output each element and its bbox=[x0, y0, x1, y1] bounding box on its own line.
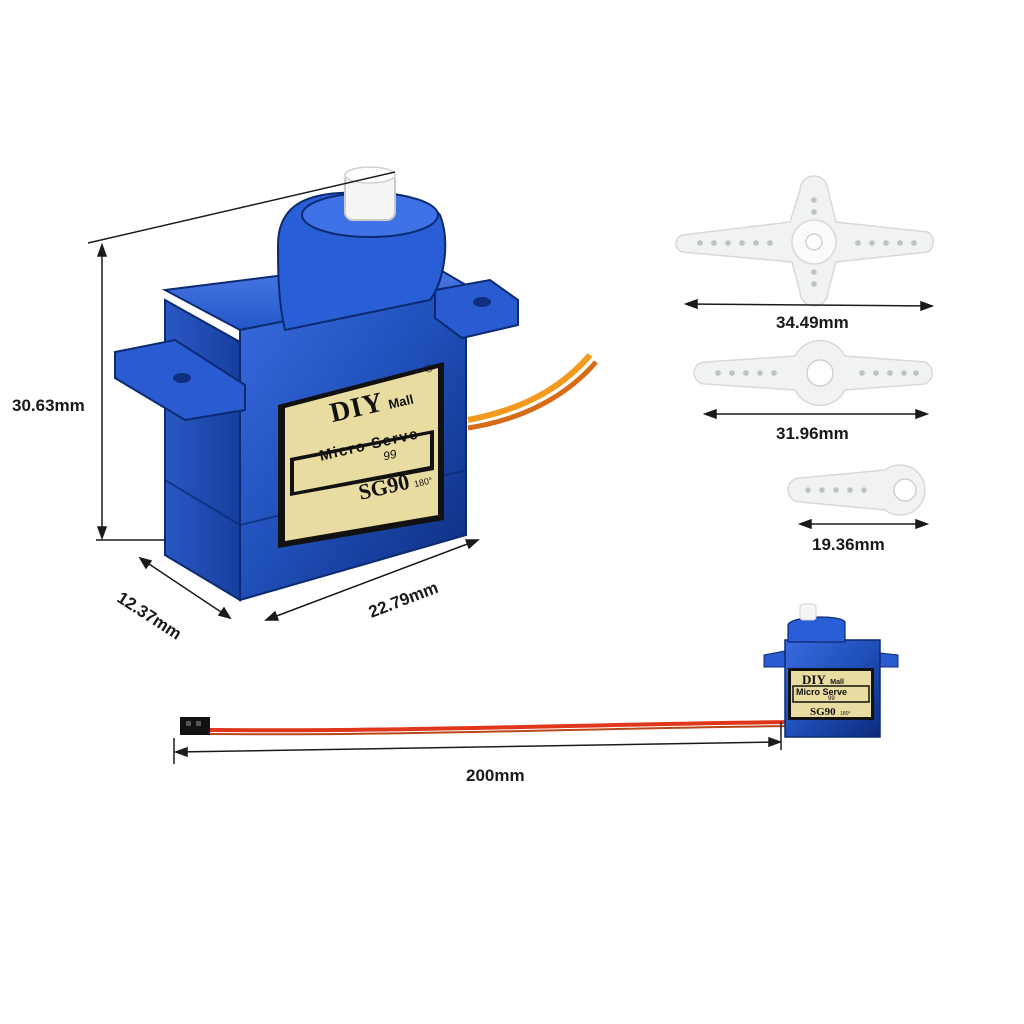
label-model: SG90 bbox=[356, 468, 412, 505]
cable-wire bbox=[209, 720, 791, 733]
label-rotation: 180° bbox=[413, 475, 434, 490]
mount-hole-left bbox=[173, 373, 191, 383]
dim-height-label: 30.63mm bbox=[12, 396, 85, 415]
dim-horn-medium-label: 31.96mm bbox=[776, 424, 849, 443]
small-label-rotation: 180° bbox=[840, 711, 851, 717]
dim-horn-small-label: 19.36mm bbox=[812, 535, 885, 554]
horn-cross bbox=[675, 175, 935, 307]
small-label-line1: Micro Serve bbox=[796, 687, 848, 697]
servo-wire-orange bbox=[467, 353, 593, 423]
dimension-lines-large bbox=[87, 171, 480, 621]
dim-cable-label: 200mm bbox=[466, 766, 525, 785]
servo-small-label-text: DIY Mall Micro Serve 99 SG90 180° bbox=[792, 671, 872, 718]
servo-wire-brown bbox=[467, 360, 598, 431]
horn-double-holes bbox=[715, 370, 919, 376]
label-registered: ® bbox=[423, 362, 435, 376]
servo-mount-tab-right bbox=[434, 278, 519, 340]
label-brand-suffix: Mall bbox=[386, 391, 415, 412]
horn-single-holes bbox=[805, 487, 867, 493]
servo-large bbox=[114, 166, 598, 602]
cable-connector bbox=[180, 717, 210, 735]
dimension-lines-horns bbox=[683, 298, 935, 530]
horn-double bbox=[693, 339, 933, 407]
small-label-brand-suffix: Mall bbox=[830, 679, 844, 686]
label-line2: 99 bbox=[381, 446, 398, 464]
dim-horn-large-label: 34.49mm bbox=[776, 313, 849, 332]
small-label-brand: DIY bbox=[802, 672, 826, 687]
mount-hole-right bbox=[473, 297, 491, 307]
horn-single bbox=[787, 464, 926, 516]
label-brand: DIY bbox=[326, 386, 387, 430]
small-label-model: SG90 bbox=[810, 706, 836, 718]
cable-assembly bbox=[180, 717, 791, 736]
label-line1: Micro Serve bbox=[317, 425, 421, 465]
dimension-line-cable bbox=[173, 722, 783, 764]
small-label-line2: 99 bbox=[828, 696, 835, 702]
horn-cross-holes bbox=[697, 197, 917, 287]
servo-small bbox=[763, 603, 899, 738]
